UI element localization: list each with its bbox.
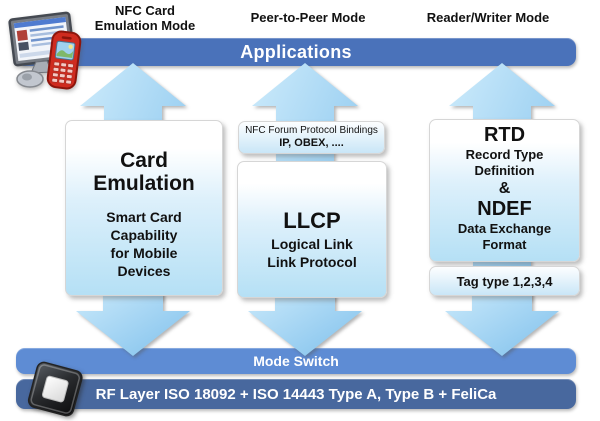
ampersand-label: & [498, 180, 511, 197]
header-nfc-card-emulation-mode: NFC Card Emulation Mode [94, 3, 196, 33]
tag-type-label: Tag type 1,2,3,4 [456, 273, 553, 289]
llcp-title: LLCP [283, 208, 341, 233]
mode-switch-bar-label: Mode Switch [253, 353, 339, 369]
rf-layer-bar: RF Layer ISO 18092 + ISO 14443 Type A, T… [16, 379, 576, 409]
bindings-subtitle: IP, OBEX, .... [279, 137, 344, 149]
rtd-title: RTD [483, 124, 526, 146]
card-emulation-title: Card Emulation [93, 149, 195, 195]
applications-bar: Applications [16, 38, 576, 66]
header-peer-to-peer-mode: Peer-to-Peer Mode [250, 10, 366, 25]
nfc-forum-protocol-bindings-box: NFC Forum Protocol Bindings IP, OBEX, ..… [238, 121, 385, 154]
down-arrow-reader-writer [445, 284, 559, 356]
applications-bar-label: Applications [240, 41, 352, 62]
down-arrow-peer-to-peer [248, 284, 362, 356]
mode-switch-bar: Mode Switch [16, 348, 576, 374]
computer-phone-icon [8, 11, 82, 90]
llcp-box: LLCP Logical Link Link Protocol [237, 161, 387, 298]
tag-type-box: Tag type 1,2,3,4 [429, 266, 580, 296]
bindings-title: NFC Forum Protocol Bindings [245, 125, 378, 136]
ndef-subtitle: Data Exchange Format [457, 221, 552, 252]
card-emulation-box: Card Emulation Smart Card Capability for… [65, 120, 223, 296]
rf-layer-bar-label: RF Layer ISO 18092 + ISO 14443 Type A, T… [95, 385, 497, 403]
ndef-title: NDEF [477, 198, 532, 220]
card-emulation-subtitle: Smart Card Capability for Mobile Devices [106, 209, 182, 279]
down-arrow-card-emulation [76, 284, 190, 356]
llcp-subtitle: Logical Link Link Protocol [267, 236, 357, 270]
rtd-ndef-box: RTD Record Type Definition & NDEF Data E… [429, 119, 580, 262]
rtd-subtitle: Record Type Definition [465, 147, 544, 178]
header-reader-writer-mode: Reader/Writer Mode [426, 10, 550, 25]
nfc-chip-icon [27, 361, 83, 417]
